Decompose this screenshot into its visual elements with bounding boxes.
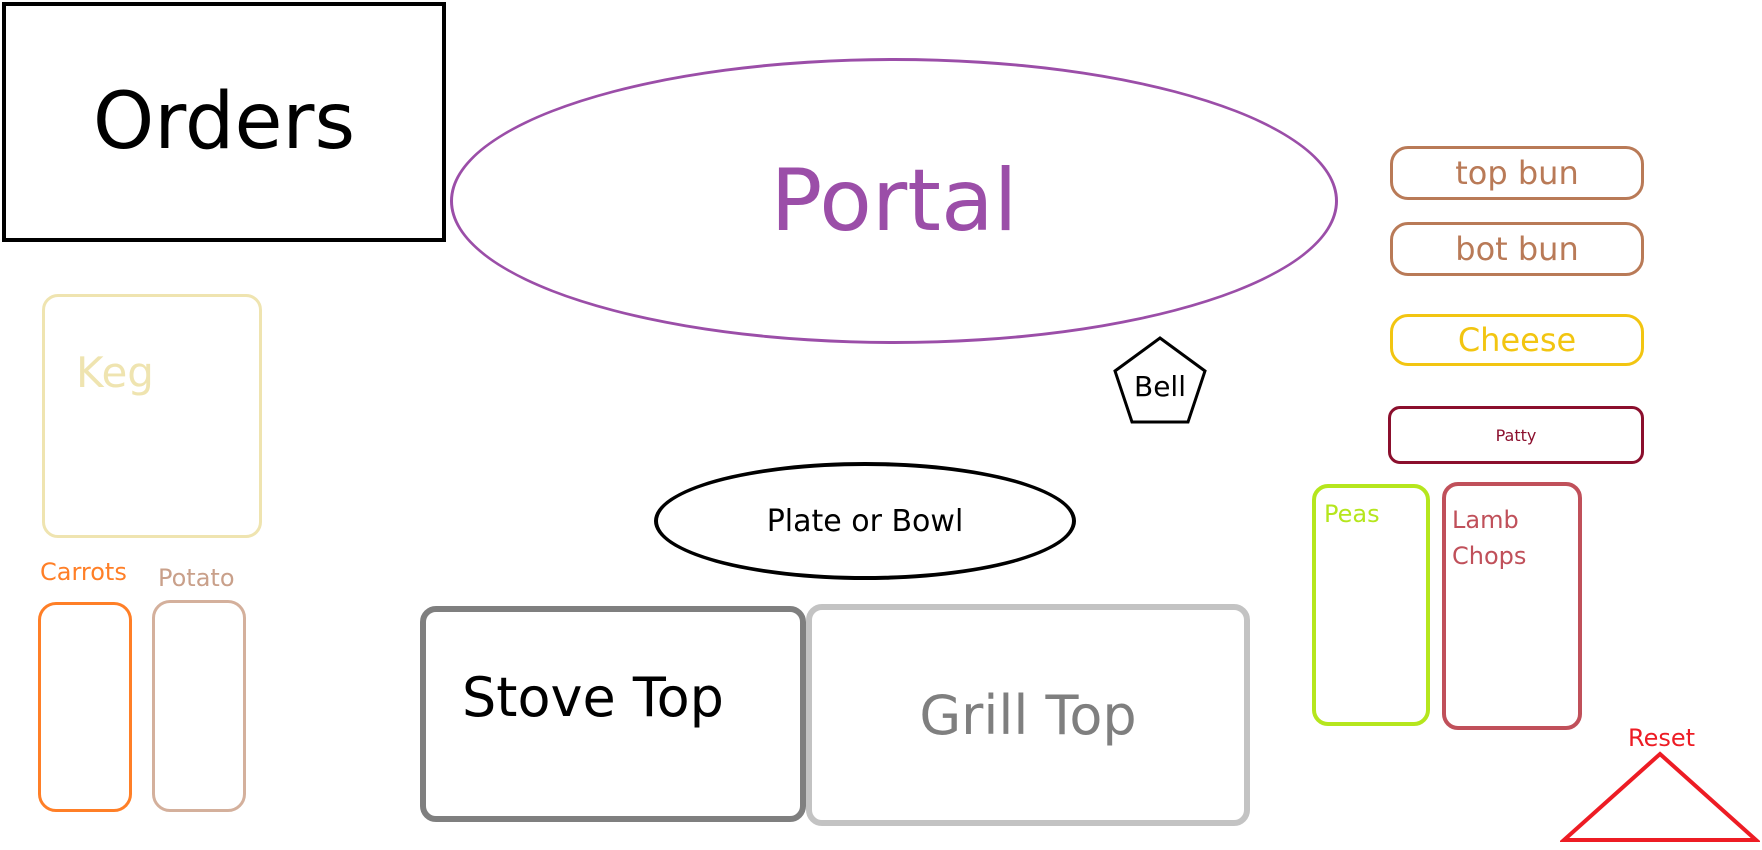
lamb-chops-bin[interactable] (1442, 482, 1582, 730)
patty-label: Patty (1495, 425, 1537, 445)
bot-bun-bin[interactable]: bot bun (1390, 222, 1644, 276)
orders-label: Orders (92, 77, 356, 167)
peas-label: Peas (1324, 500, 1380, 528)
keg-label: Keg (76, 348, 154, 397)
potato-label: Potato (158, 564, 235, 592)
plate-or-bowl[interactable]: Plate or Bowl (654, 462, 1076, 580)
peas-bin[interactable] (1312, 484, 1430, 726)
bot-bun-label: bot bun (1455, 230, 1579, 268)
portal-label: Portal (770, 151, 1018, 251)
triangle-icon (1558, 751, 1762, 842)
stove-label: Stove Top (462, 666, 724, 729)
grill-label: Grill Top (919, 683, 1137, 747)
top-bun-bin[interactable]: top bun (1390, 146, 1644, 200)
potato-bin[interactable] (152, 600, 246, 812)
reset-button[interactable] (1558, 750, 1762, 844)
orders-panel[interactable]: Orders (2, 2, 446, 242)
carrots-label: Carrots (40, 558, 127, 586)
stove-top[interactable]: Stove Top (420, 606, 806, 822)
portal-zone[interactable]: Portal (450, 58, 1338, 344)
top-bun-label: top bun (1455, 154, 1579, 192)
bell-button[interactable]: Bell (1110, 334, 1210, 426)
grill-top[interactable]: Grill Top (806, 604, 1250, 826)
pentagon-icon (1113, 336, 1207, 424)
plate-label: Plate or Bowl (766, 503, 964, 539)
lamb-chops-label: Lamb Chops (1452, 506, 1527, 570)
carrots-bin[interactable] (38, 602, 132, 812)
patty-bin[interactable]: Patty (1388, 406, 1644, 464)
bell-label: Bell (1134, 370, 1186, 403)
cheese-label: Cheese (1457, 321, 1577, 359)
keg-bin[interactable] (42, 294, 262, 538)
reset-label: Reset (1628, 724, 1696, 752)
cheese-bin[interactable]: Cheese (1390, 314, 1644, 366)
